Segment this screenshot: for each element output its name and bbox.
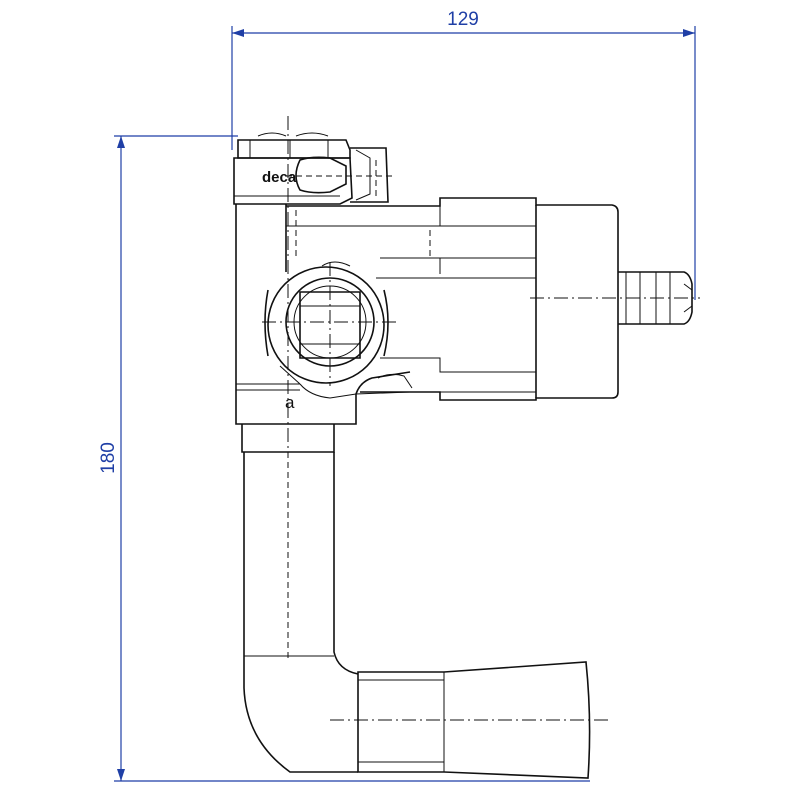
height-dimension: 180 [98,135,590,782]
lower-mark-label: a [285,393,295,412]
valve-body [233,116,700,450]
brand-label: deca [262,169,297,186]
width-dimension: 129 [231,9,696,300]
outlet-pipe [241,424,612,779]
width-dimension-label: 129 [447,9,479,30]
height-dimension-label: 180 [98,442,119,474]
